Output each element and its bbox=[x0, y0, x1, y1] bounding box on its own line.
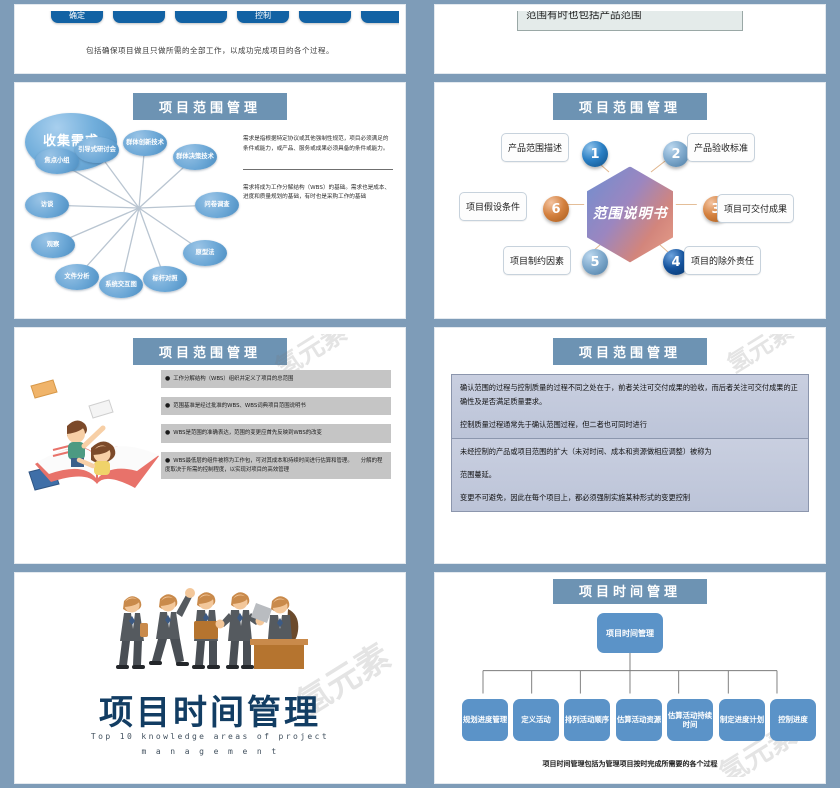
page-title: 项目范围管理 bbox=[552, 338, 708, 365]
slide-collect-requirements[interactable]: 项目范围管理 bbox=[14, 82, 406, 319]
org-node[interactable]: 控制进度 bbox=[770, 699, 816, 741]
list-item-label: 范围基准是经过批准的WBS、WBS词典项目范围说明书 bbox=[173, 403, 306, 410]
process-button[interactable]: 控制 bbox=[237, 11, 289, 23]
scope-definition-callout: 产品、服务或成果所必须完成的工作。项目范围有时也包括产品范围 bbox=[517, 11, 743, 31]
org-root-node[interactable]: 项目时间管理 bbox=[597, 613, 663, 653]
org-chart-caption: 项目时间管理包括为管理项目按时完成所需要的各个过程 bbox=[542, 760, 718, 768]
label-2[interactable]: 产品验收标准 bbox=[687, 133, 756, 162]
list-item: ●WBS最低层的组件被称为工作包，可对其成本和持续时间进行估算和管理。 分解的程… bbox=[161, 451, 391, 479]
mindmap-node[interactable]: 观察 bbox=[31, 232, 75, 258]
scope-processes-caption: 包括确保项目做且只做所需的全部工作，以成功完成项目的各个过程。 bbox=[86, 46, 334, 55]
mindmap-node[interactable]: 原型法 bbox=[183, 240, 227, 266]
slide-cell-time-management-chart: 项目时间管理 氢元素 项目时间管理 bbox=[420, 568, 840, 788]
org-node[interactable]: 定义活动 bbox=[513, 699, 559, 741]
org-node[interactable]: 排列活动顺序 bbox=[564, 699, 610, 741]
bullet-dot-icon: ● bbox=[165, 402, 171, 410]
slide-wbs[interactable]: 项目范围管理 氢元素 bbox=[14, 327, 406, 564]
process-button[interactable] bbox=[361, 11, 399, 23]
mindmap-node[interactable]: 问卷调查 bbox=[195, 192, 239, 218]
list-item-label: WBS是范围的准确表达，范围的变更应首先反映到WBS的改变 bbox=[173, 430, 322, 437]
panel-paragraph: 范围蔓延。 bbox=[460, 470, 496, 480]
mindmap-node[interactable]: 文件分析 bbox=[55, 264, 99, 290]
wbs-bullet-list: ●工作分解结构（WBS）组织并定义了项目的总范围 ●范围基准是经过批准的WBS、… bbox=[161, 370, 391, 488]
kids-reading-graphic bbox=[28, 379, 159, 491]
org-node[interactable]: 规划进度管理 bbox=[462, 699, 508, 741]
mindmap-node[interactable]: 引导式研讨会 bbox=[75, 137, 119, 163]
panel-paragraph: 确认范围的过程与控制质量的过程不同之处在于，前者关注可交付成果的验收，而后者关注… bbox=[460, 383, 798, 407]
slide-cell-scope-definition: 产品、服务或成果所必须完成的工作。项目范围有时也包括产品范围 bbox=[420, 0, 840, 78]
mindmap-node[interactable]: 系统交互图 bbox=[99, 272, 143, 298]
process-button[interactable] bbox=[175, 11, 227, 23]
list-item: ●WBS是范围的准确表达，范围的变更应首先反映到WBS的改变 bbox=[161, 424, 391, 443]
list-item-label: WBS最低层的组件被称为工作包，可对其成本和持续时间进行估算和管理。 分解的程度… bbox=[165, 457, 383, 473]
mindmap: 收集需求 引导式研讨会 群体创新技术 群体决策技术 问卷调查 原型法 标杆对照 … bbox=[25, 113, 253, 303]
bullet-dot-icon: ● bbox=[165, 375, 171, 382]
slide-cell-time-management-cover: 氢元素 bbox=[0, 568, 420, 788]
list-item-label: 工作分解结构（WBS）组织并定义了项目的总范围 bbox=[173, 376, 294, 382]
divider bbox=[243, 168, 393, 170]
slide-scope-statement[interactable]: 项目范围管理 范围说明书 1 2 bbox=[434, 82, 826, 319]
label-1[interactable]: 产品范围描述 bbox=[501, 133, 570, 162]
panel-paragraph: 控制质量过程通常先于确认范围过程，但二者也可同时进行 bbox=[460, 420, 647, 430]
sphere-2[interactable]: 2 bbox=[663, 141, 689, 167]
panel-paragraph: 未经控制的产品或项目范围的扩大（未对时间、成本和资源做相应调整）被称为 bbox=[460, 447, 712, 456]
sphere-6[interactable]: 6 bbox=[543, 196, 569, 222]
watermark: 氢元素 bbox=[722, 334, 799, 379]
slide-cell-wbs: 项目范围管理 氢元素 bbox=[0, 323, 420, 568]
org-chart-connectors bbox=[482, 649, 778, 694]
page-title: 项目范围管理 bbox=[552, 93, 708, 120]
mindmap-node[interactable]: 焦点小组 bbox=[35, 148, 79, 174]
requirements-paragraph-bottom: 需求将成为工作分解结构（WBS）的基础。需求也是成本、进度和质量规划的基础，有时… bbox=[243, 184, 391, 201]
requirements-paragraph-top: 需求是指根据特定协议或其他强制性规范，项目必须满足的条件或能力，或产品、服务或成… bbox=[243, 136, 389, 152]
cover-subtitle-line1: Top 10 knowledge areas of project bbox=[90, 732, 330, 741]
bullet-dot-icon: ● bbox=[165, 456, 171, 464]
label-3[interactable]: 项目可交付成果 bbox=[717, 194, 795, 223]
business-people-illustration bbox=[110, 583, 310, 681]
sphere-1[interactable]: 1 bbox=[582, 141, 608, 167]
org-node[interactable]: 估算活动资源 bbox=[616, 699, 662, 741]
cover-subtitle: Top 10 knowledge areas of project m a n … bbox=[21, 729, 399, 759]
page-title: 项目范围管理 bbox=[132, 338, 288, 365]
list-item: ●工作分解结构（WBS）组织并定义了项目的总范围 bbox=[161, 370, 391, 389]
slide-cell-collect-requirements: 项目范围管理 bbox=[0, 78, 420, 323]
slide-cell-scope-processes: 确定 控制 包括确保项目做且只做所需的全部工作，以成功完成项目的各个过程。 bbox=[0, 0, 420, 78]
kids-reading-illustration bbox=[27, 378, 167, 508]
bullet-dot-icon: ● bbox=[165, 429, 171, 437]
scope-statement-diagram: 范围说明书 1 2 3 4 5 6 产品范围描述 产品验收标准 项目可交付成果 … bbox=[441, 109, 819, 312]
label-6[interactable]: 项目假设条件 bbox=[459, 192, 528, 221]
slide-time-management-cover[interactable]: 氢元素 bbox=[14, 572, 406, 784]
process-button[interactable] bbox=[299, 11, 351, 23]
slide-cell-scope-statement: 项目范围管理 范围说明书 1 2 bbox=[420, 78, 840, 323]
panel-control-scope: 未经控制的产品或项目范围的扩大（未对时间、成本和资源做相应调整）被称为 范围蔓延… bbox=[451, 438, 809, 513]
page-title: 项目时间管理 bbox=[552, 579, 708, 604]
panel-validate-scope: 确认范围的过程与控制质量的过程不同之处在于，前者关注可交付成果的验收，而后者关注… bbox=[451, 374, 809, 440]
requirements-description: 需求是指根据特定协议或其他强制性规范，项目必须满足的条件或能力，或产品、服务或成… bbox=[243, 135, 393, 203]
mindmap-node[interactable]: 标杆对照 bbox=[143, 266, 187, 292]
list-item: ●范围基准是经过批准的WBS、WBS词典项目范围说明书 bbox=[161, 397, 391, 416]
slide-scope-processes[interactable]: 确定 控制 包括确保项目做且只做所需的全部工作，以成功完成项目的各个过程。 bbox=[14, 4, 406, 74]
org-node[interactable]: 制定进度计划 bbox=[719, 699, 765, 741]
mindmap-node[interactable]: 群体决策技术 bbox=[173, 144, 217, 170]
slide-validate-control-scope[interactable]: 项目范围管理 氢元素 确认范围的过程与控制质量的过程不同之处在于，前者关注可交付… bbox=[434, 327, 826, 564]
process-button-row: 确定 控制 bbox=[51, 11, 399, 23]
mindmap-node[interactable]: 群体创新技术 bbox=[123, 130, 167, 156]
process-button[interactable]: 确定 bbox=[51, 11, 103, 23]
cover-title: 项目时间管理 bbox=[99, 693, 321, 733]
cover-subtitle-line2: m a n a g e m e n t bbox=[141, 747, 279, 757]
slide-cell-validate-control-scope: 项目范围管理 氢元素 确认范围的过程与控制质量的过程不同之处在于，前者关注可交付… bbox=[420, 323, 840, 568]
label-5[interactable]: 项目制约因素 bbox=[503, 246, 572, 275]
sphere-5[interactable]: 5 bbox=[582, 249, 608, 275]
org-node[interactable]: 估算活动持续时间 bbox=[667, 699, 713, 741]
business-people-graphic bbox=[116, 588, 308, 669]
slide-scope-definition[interactable]: 产品、服务或成果所必须完成的工作。项目范围有时也包括产品范围 bbox=[434, 4, 826, 74]
process-button[interactable] bbox=[113, 11, 165, 23]
label-4[interactable]: 项目的除外责任 bbox=[684, 246, 762, 275]
mindmap-node[interactable]: 访谈 bbox=[25, 192, 69, 218]
panel-paragraph: 变更不可避免，因此在每个项目上，都必须强制实施某种形式的变更控制 bbox=[460, 493, 691, 503]
page-title: 项目范围管理 bbox=[132, 93, 288, 120]
slide-time-management-chart[interactable]: 项目时间管理 氢元素 项目时间管理 bbox=[434, 572, 826, 784]
